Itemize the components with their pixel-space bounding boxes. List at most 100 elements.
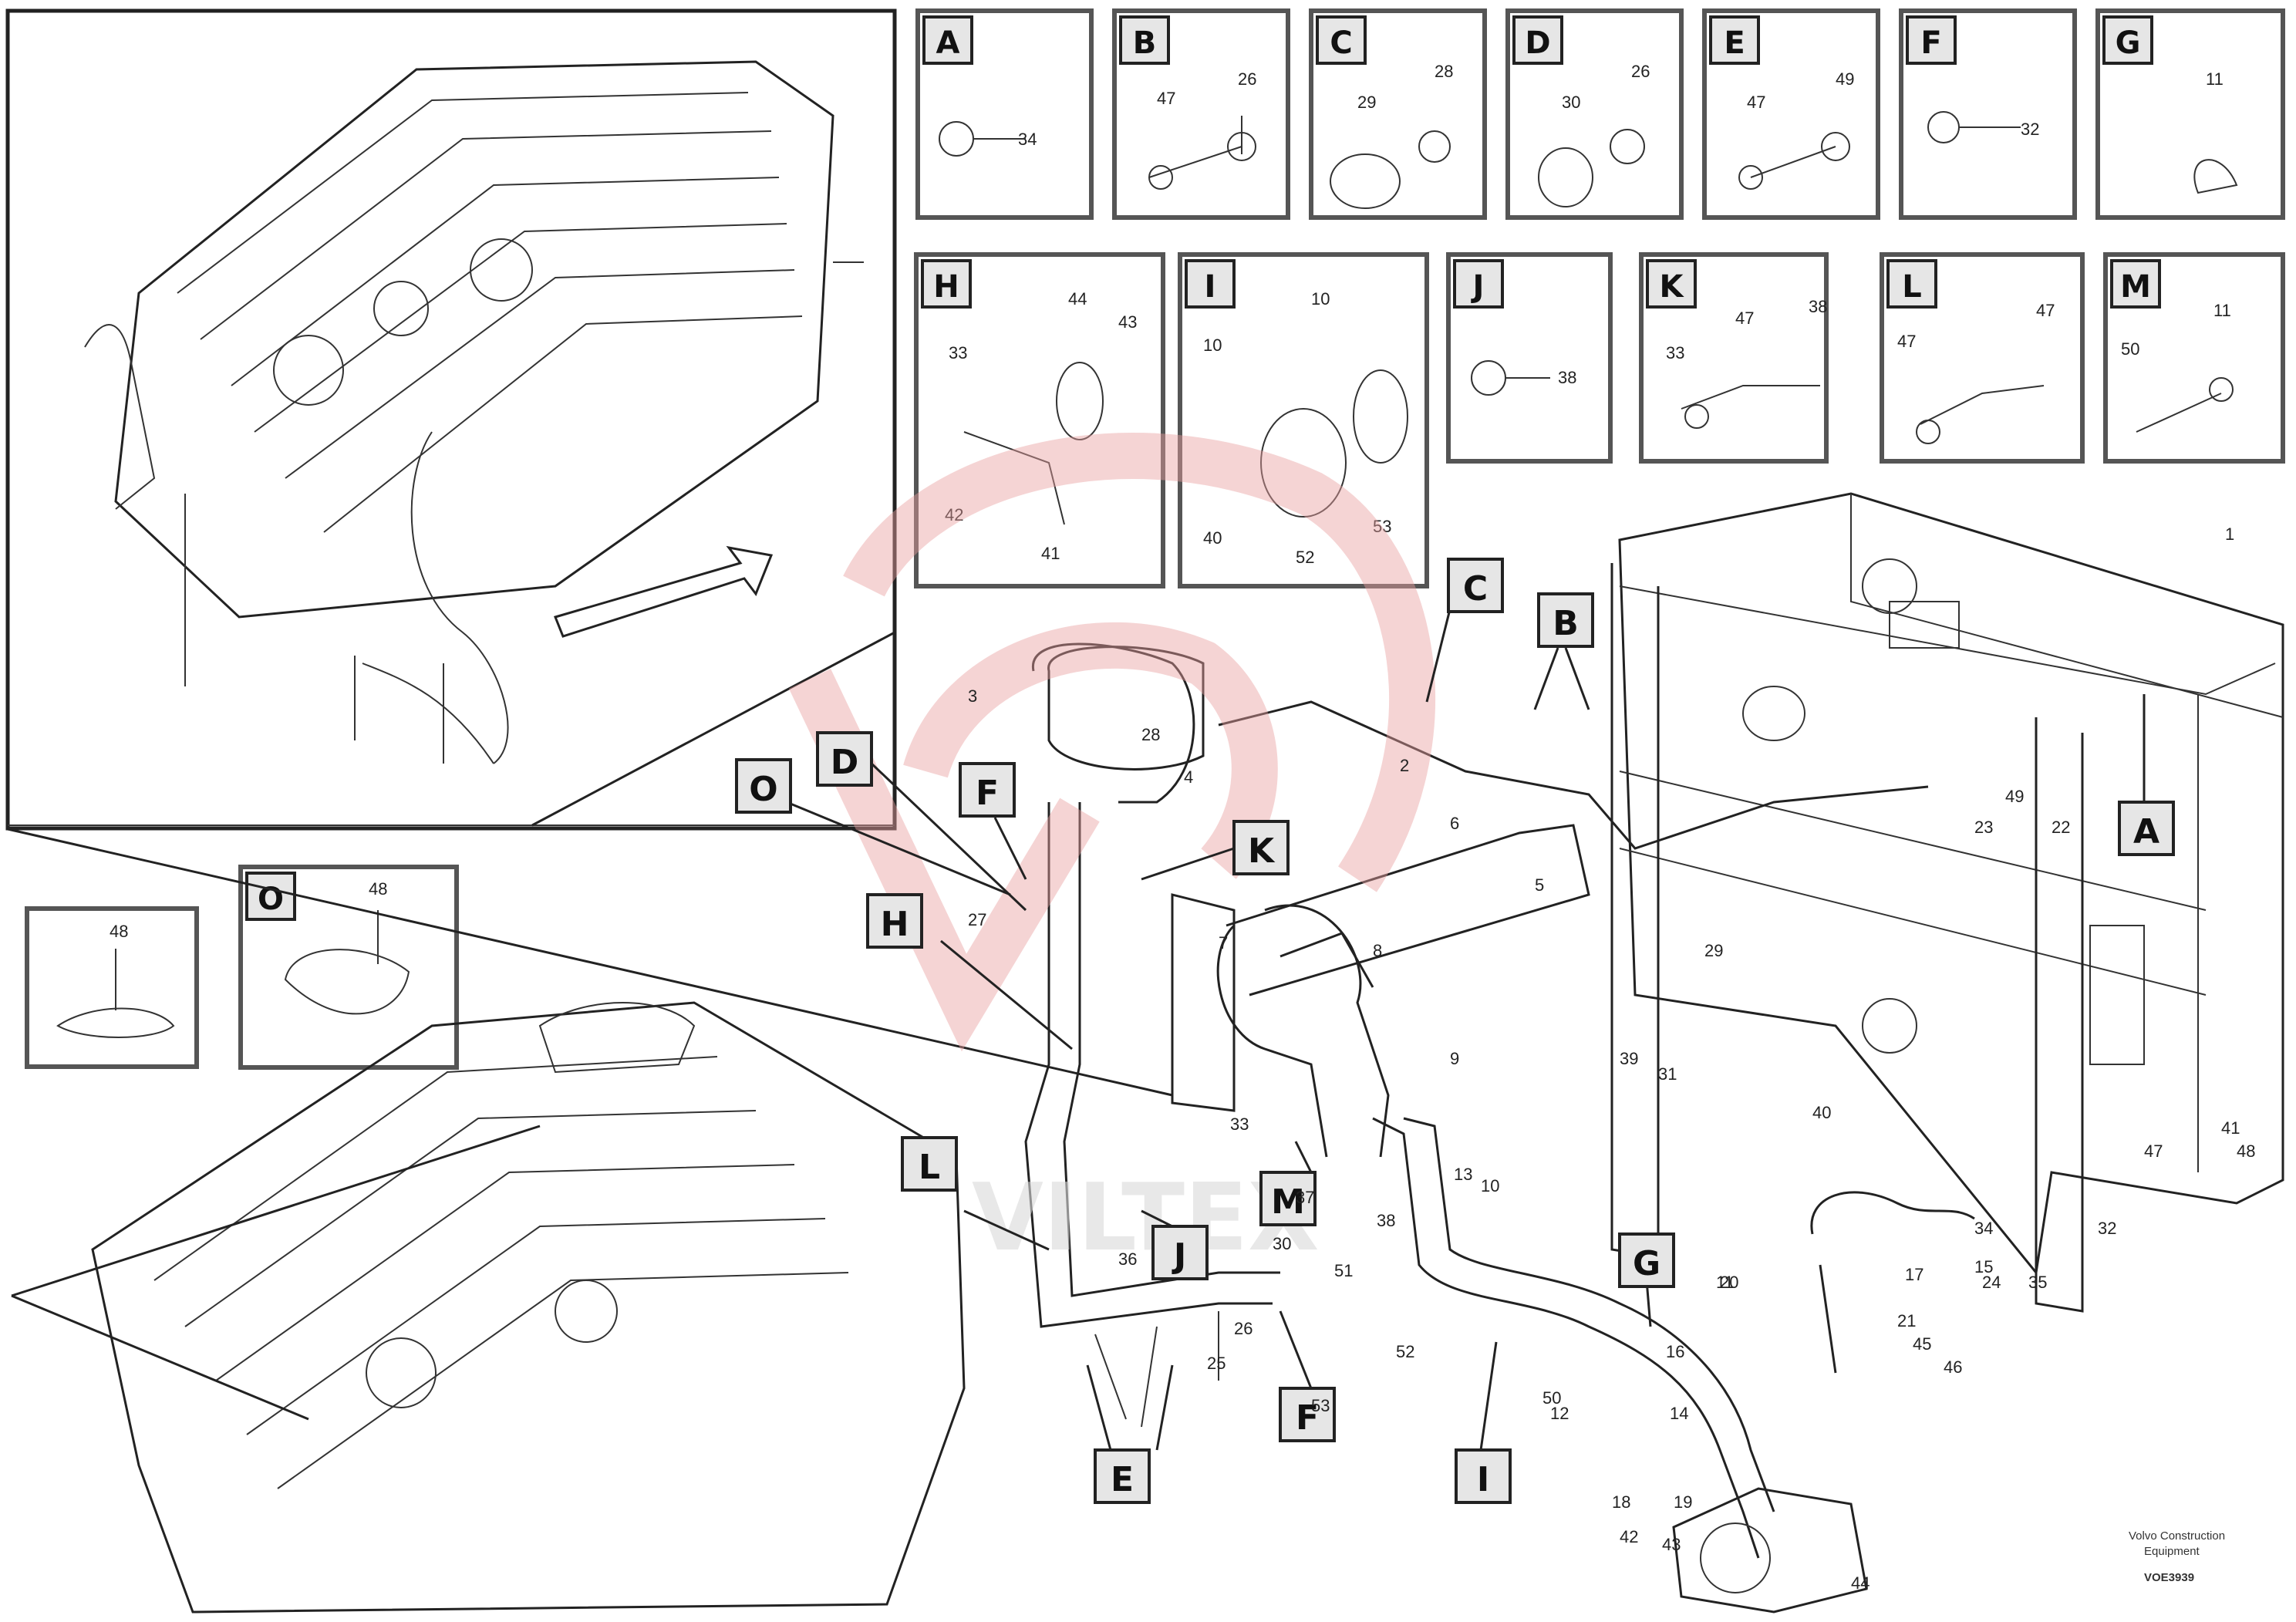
detail-I-part-number: 10 bbox=[1203, 336, 1222, 355]
detail-box-F: F bbox=[1906, 15, 1957, 65]
callout-l-8-box bbox=[901, 1136, 958, 1192]
detail-box-B: B bbox=[1119, 15, 1170, 65]
callout-c-0: C bbox=[1447, 558, 1504, 613]
part-number-label: 34 bbox=[1974, 1219, 1993, 1238]
part-number-label: 2 bbox=[1400, 756, 1409, 775]
part-number-label: 4 bbox=[1184, 767, 1193, 787]
detail-F-part-number: 32 bbox=[2021, 120, 2039, 139]
detail-B-part-number: 47 bbox=[1157, 89, 1175, 108]
callout-m-9-letter: M bbox=[1271, 1182, 1305, 1222]
detail-H-part-number: 43 bbox=[1118, 312, 1137, 332]
footer-stamp: Volvo Construction Equipment VOE3939 bbox=[2129, 1529, 2225, 1584]
callout-o-4: O bbox=[735, 758, 792, 814]
callout-g-11-box bbox=[1618, 1233, 1675, 1288]
part-number-label: 35 bbox=[2028, 1273, 2047, 1292]
callout-g-11-letter: G bbox=[1633, 1244, 1660, 1283]
callout-i-14-box bbox=[1455, 1448, 1512, 1504]
callout-f-13: F bbox=[1279, 1387, 1336, 1442]
callout-leaders bbox=[786, 609, 2146, 1451]
part-number-label: 21 bbox=[1897, 1311, 1916, 1330]
callout-j-10-letter: J bbox=[1172, 1236, 1186, 1276]
part-number-label: 36 bbox=[1118, 1249, 1137, 1269]
part-number-label: 30 bbox=[1273, 1234, 1291, 1253]
side-box-O-box bbox=[245, 872, 296, 921]
part-number-label: 46 bbox=[1944, 1357, 1962, 1377]
callout-d-3-box bbox=[816, 731, 873, 787]
detail-H-part-number: 33 bbox=[949, 343, 967, 363]
footer-line-1: Volvo Construction bbox=[2129, 1529, 2225, 1543]
callout-b-1-letter: B bbox=[1553, 604, 1579, 643]
callout-f-13-letter: F bbox=[1296, 1398, 1319, 1438]
side-box-O: O bbox=[245, 872, 296, 921]
detail-box-K: K bbox=[1646, 259, 1697, 309]
callout-k-6-letter: K bbox=[1248, 831, 1276, 871]
detail-box-row-2 bbox=[914, 252, 2285, 588]
part-number-label: 23 bbox=[1974, 818, 1993, 837]
detail-E-part-number: 49 bbox=[1836, 69, 1854, 89]
part-number-label: 37 bbox=[1296, 1188, 1314, 1207]
callout-h-7: H bbox=[866, 893, 923, 949]
part-number-label: 31 bbox=[1658, 1064, 1677, 1084]
detail-box-J-box bbox=[1453, 259, 1504, 309]
detail-I-part-number: 53 bbox=[1373, 517, 1391, 536]
part-number-label: 5 bbox=[1535, 875, 1544, 895]
detail-I-part-number: 10 bbox=[1311, 289, 1330, 309]
callout-j-10-box bbox=[1151, 1225, 1209, 1280]
detail-box-M: M bbox=[2110, 259, 2161, 309]
callout-a-2: A bbox=[2118, 801, 2175, 856]
detail-box-M-letter: M bbox=[2120, 269, 2151, 305]
callout-m-9: M bbox=[1259, 1171, 1317, 1226]
detail-box-C-letter: C bbox=[1330, 25, 1352, 61]
callout-a-2-box bbox=[2118, 801, 2175, 856]
detail-box-A: A bbox=[922, 15, 973, 65]
detail-L-part-number: 47 bbox=[2036, 301, 2055, 320]
part-number-label: 32 bbox=[2098, 1219, 2116, 1238]
detail-box-D-letter: D bbox=[1525, 25, 1550, 61]
detail-box-H: H bbox=[921, 259, 972, 309]
detail-L-part-number: 47 bbox=[1897, 332, 1916, 351]
detail-C-part-number: 28 bbox=[1435, 62, 1453, 81]
callout-h-7-letter: H bbox=[881, 905, 909, 944]
part-number-label: 39 bbox=[1620, 1049, 1638, 1068]
part-number-label: 44 bbox=[1851, 1573, 1870, 1593]
detail-box-D-box bbox=[1512, 15, 1563, 65]
detail-box-F-letter: F bbox=[1920, 25, 1941, 61]
callout-k-6: K bbox=[1232, 820, 1290, 875]
part-number-label: 28 bbox=[1141, 725, 1160, 744]
part-number-label: 47 bbox=[2144, 1141, 2163, 1161]
part-number-label: 9 bbox=[1450, 1049, 1459, 1068]
detail-K-part-number: 38 bbox=[1809, 297, 1827, 316]
part-number-label: 12 bbox=[1550, 1404, 1569, 1423]
side-boxes bbox=[25, 865, 459, 1070]
part-number-label: 42 bbox=[1620, 1527, 1638, 1546]
detail-D-part-number: 30 bbox=[1562, 93, 1580, 112]
callout-f-13-box bbox=[1279, 1387, 1336, 1442]
part-number-label: 26 bbox=[1234, 1319, 1253, 1338]
part-number-label: 8 bbox=[1373, 941, 1382, 960]
callout-g-11: G bbox=[1618, 1233, 1675, 1288]
callout-i-14-letter: I bbox=[1477, 1460, 1489, 1499]
detail-box-sketches bbox=[939, 111, 2238, 525]
part-number-label: 13 bbox=[1454, 1165, 1472, 1184]
detail-M-part-number: 11 bbox=[2213, 301, 2231, 320]
callout-j-10: J bbox=[1151, 1225, 1209, 1280]
part-number-label: 41 bbox=[2221, 1118, 2240, 1138]
detail-box-M-box bbox=[2110, 259, 2161, 309]
callout-e-12-box bbox=[1094, 1448, 1151, 1504]
callout-o-4-letter: O bbox=[749, 770, 777, 809]
callout-d-3-letter: D bbox=[831, 743, 859, 782]
part-number-label: 50 bbox=[1542, 1388, 1561, 1408]
detail-box-D: D bbox=[1512, 15, 1563, 65]
detail-B-part-number: 26 bbox=[1238, 69, 1256, 89]
detail-box-A-letter: A bbox=[936, 25, 960, 61]
part-number-label: 53 bbox=[1311, 1396, 1330, 1415]
detail-box-C-box bbox=[1316, 15, 1367, 65]
part-number-label: 22 bbox=[2052, 818, 2070, 837]
part-number-label: 14 bbox=[1670, 1404, 1688, 1423]
part-number-label: 51 bbox=[1334, 1261, 1353, 1280]
part-number-label: 11 bbox=[1716, 1273, 1734, 1292]
detail-C-part-number: 29 bbox=[1357, 93, 1376, 112]
main-assembly bbox=[7, 492, 2284, 1614]
